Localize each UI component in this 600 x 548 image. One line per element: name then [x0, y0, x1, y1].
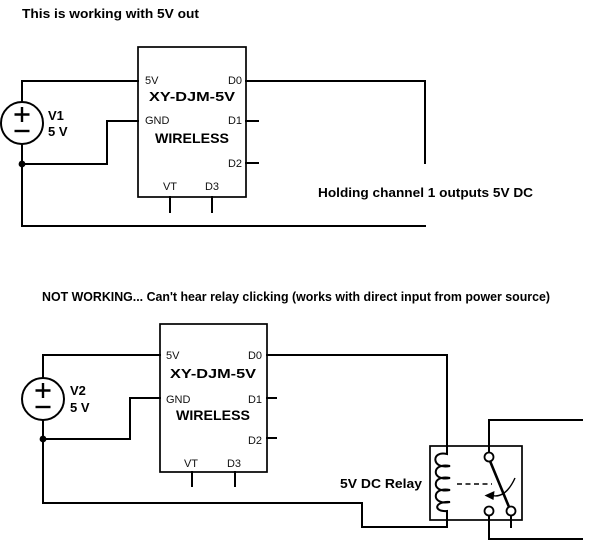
source-voltage: 5 V [48, 124, 68, 139]
pin-d2-label: D2 [248, 435, 262, 447]
contact-top [483, 451, 495, 463]
source-circle [0, 101, 44, 145]
relay [429, 419, 583, 540]
pin-d0-label: D0 [248, 350, 262, 362]
pin-d2-label: D2 [228, 158, 242, 170]
wireless-module-2: 5V GND VT D0 D1 D2 D3 XY-DJM-5V WIRELESS [159, 323, 268, 473]
pin-5v-label: 5V [166, 350, 180, 362]
wire-d0-to-relay [266, 354, 448, 447]
pin-d1-label: D1 [248, 394, 262, 406]
wire-v2pos-to-5v [42, 354, 161, 379]
circuit-working: This is working with 5V out V1 5 V 5V GN… [0, 6, 533, 227]
relay-label: 5V DC Relay [340, 476, 423, 491]
source-name: V1 [48, 108, 64, 123]
pin-5v-label: 5V [145, 75, 159, 87]
junction-dot [39, 435, 47, 443]
contact-bottom-left [483, 505, 495, 517]
pin-d1-label: D1 [228, 115, 242, 127]
module-subtitle: WIRELESS [155, 130, 229, 146]
junction-dot [18, 160, 26, 168]
pin-vt-label: VT [184, 458, 198, 470]
wire-no-terminal [488, 514, 583, 540]
pin-d0-label: D0 [228, 75, 242, 87]
wire-common-terminal [488, 419, 583, 454]
relay-box [429, 445, 523, 521]
wire-v1pos-to-5v [21, 80, 139, 103]
source-circle [21, 377, 65, 421]
module-subtitle: WIRELESS [176, 407, 250, 423]
voltage-source-v1: V1 5 V [0, 101, 68, 145]
module-box [137, 46, 247, 198]
pin-d3-label: D3 [205, 181, 219, 193]
wire-gnd-v1 [21, 120, 139, 165]
wire-ground-to-relay-coil [42, 502, 448, 528]
pin-d3-label: D3 [227, 458, 241, 470]
relay-coil [434, 445, 451, 528]
contact-bottom-right [505, 505, 517, 517]
wire-d0-output [245, 80, 426, 164]
actuation-arrowhead-icon [484, 491, 495, 500]
wire-gnd-v2 [42, 397, 161, 440]
top-title: This is working with 5V out [22, 6, 200, 21]
pin-gnd-label: GND [166, 394, 191, 406]
plus-icon [35, 383, 51, 398]
wireless-module-1: 5V GND VT D0 D1 D2 D3 XY-DJM-5V WIRELESS [137, 46, 247, 198]
circuit-not-working: NOT WORKING... Can't hear relay clicking… [21, 289, 583, 540]
pin-vt-label: VT [163, 181, 177, 193]
module-name: XY-DJM-5V [170, 366, 256, 381]
source-voltage: 5 V [70, 400, 90, 415]
output-annotation: Holding channel 1 outputs 5V DC [318, 185, 533, 200]
voltage-source-v2: V2 5 V [21, 377, 90, 421]
module-box [159, 323, 268, 473]
pin-gnd-label: GND [145, 115, 170, 127]
module-name: XY-DJM-5V [149, 89, 235, 104]
switch-arm [488, 459, 511, 509]
source-name: V2 [70, 383, 86, 398]
plus-icon [14, 107, 30, 122]
bottom-title: NOT WORKING... Can't hear relay clicking… [42, 289, 550, 304]
